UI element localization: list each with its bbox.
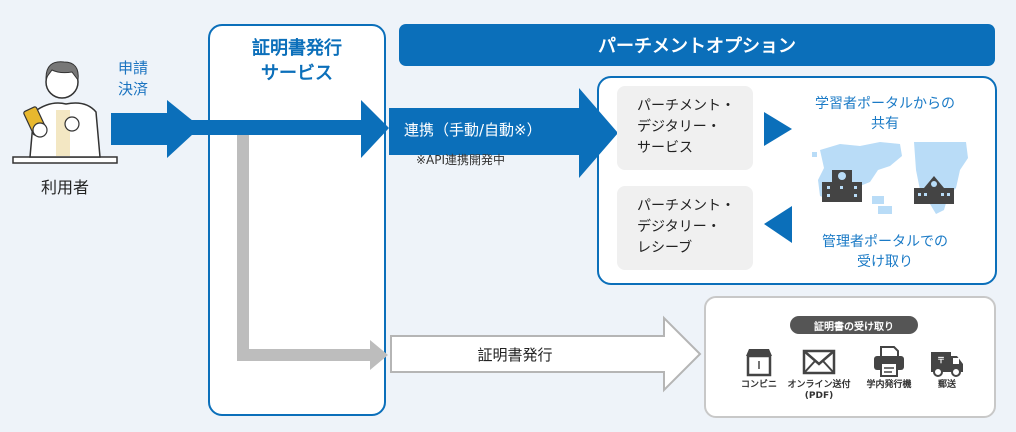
method-sub-label: (PDF)	[804, 391, 834, 401]
share-label-line1: 学習者ポータルからの	[815, 96, 955, 112]
apply-arrow	[111, 100, 389, 158]
parchment-option-header: パーチメントオプション	[399, 24, 995, 66]
svg-text:〒: 〒	[937, 356, 945, 365]
user-label: 利用者	[40, 178, 89, 197]
gray-issue-arrow	[237, 134, 388, 370]
apply-label-line2: 決済	[118, 80, 149, 98]
method-label: コンビニ	[740, 380, 777, 390]
service-title: 証明書発行 サービス	[208, 36, 386, 86]
digital-service-line3: サービス	[637, 140, 693, 156]
store-icon	[746, 349, 772, 377]
user-with-smartphone-icon	[12, 61, 118, 164]
digital-receive-line1: パーチメント・	[637, 198, 735, 214]
digital-service-line1: パーチメント・	[637, 98, 735, 114]
school-building-icon	[914, 176, 954, 204]
digital-service-card: パーチメント・ デジタリー・ サービス	[617, 86, 753, 170]
receive-triangle-icon	[764, 206, 792, 243]
share-triangle-icon	[764, 112, 792, 146]
receive-label-line2: 受け取り	[857, 254, 913, 270]
issue-arrow-label: 証明書発行	[477, 346, 553, 364]
link-arrow-label: 連携（手動/自動※）	[404, 121, 542, 139]
receipt-method-mail: 〒 郵送	[912, 350, 982, 391]
method-label: 学内発行機	[866, 380, 912, 390]
service-title-line2: サービス	[261, 63, 333, 84]
link-arrow	[389, 88, 618, 178]
learner-portal-share-label: 学習者ポータルからの 共有	[800, 94, 970, 134]
apply-label-line1: 申請	[118, 59, 149, 77]
digital-service-line2: デジタリー・	[637, 119, 721, 135]
university-building-icon	[822, 170, 862, 202]
receipt-method-online-pdf: オンライン送付 (PDF)	[784, 347, 854, 402]
envelope-icon	[802, 349, 836, 375]
service-title-line1: 証明書発行	[252, 38, 342, 59]
method-label: 郵送	[937, 380, 956, 390]
receipt-title-pill: 証明書の受け取り	[790, 316, 918, 334]
digital-receive-card: パーチメント・ デジタリー・ レシーブ	[617, 186, 753, 270]
issue-arrow	[390, 315, 702, 393]
api-note: ※API連携開発中	[416, 153, 506, 167]
receipt-method-convenience-store: コンビニ	[724, 347, 794, 391]
printer-icon	[874, 346, 904, 377]
truck-icon: 〒	[931, 352, 963, 377]
share-label-line2: 共有	[871, 116, 899, 132]
digital-receive-line2: デジタリー・	[637, 219, 721, 235]
digital-receive-line3: レシーブ	[637, 240, 693, 256]
receive-label-line1: 管理者ポータルでの	[822, 234, 948, 250]
receipt-method-campus-kiosk: 学内発行機	[854, 345, 924, 391]
apply-payment-label: 申請 決済	[118, 58, 148, 100]
admin-portal-receive-label: 管理者ポータルでの 受け取り	[800, 232, 970, 272]
method-label: オンライン送付	[787, 380, 851, 390]
